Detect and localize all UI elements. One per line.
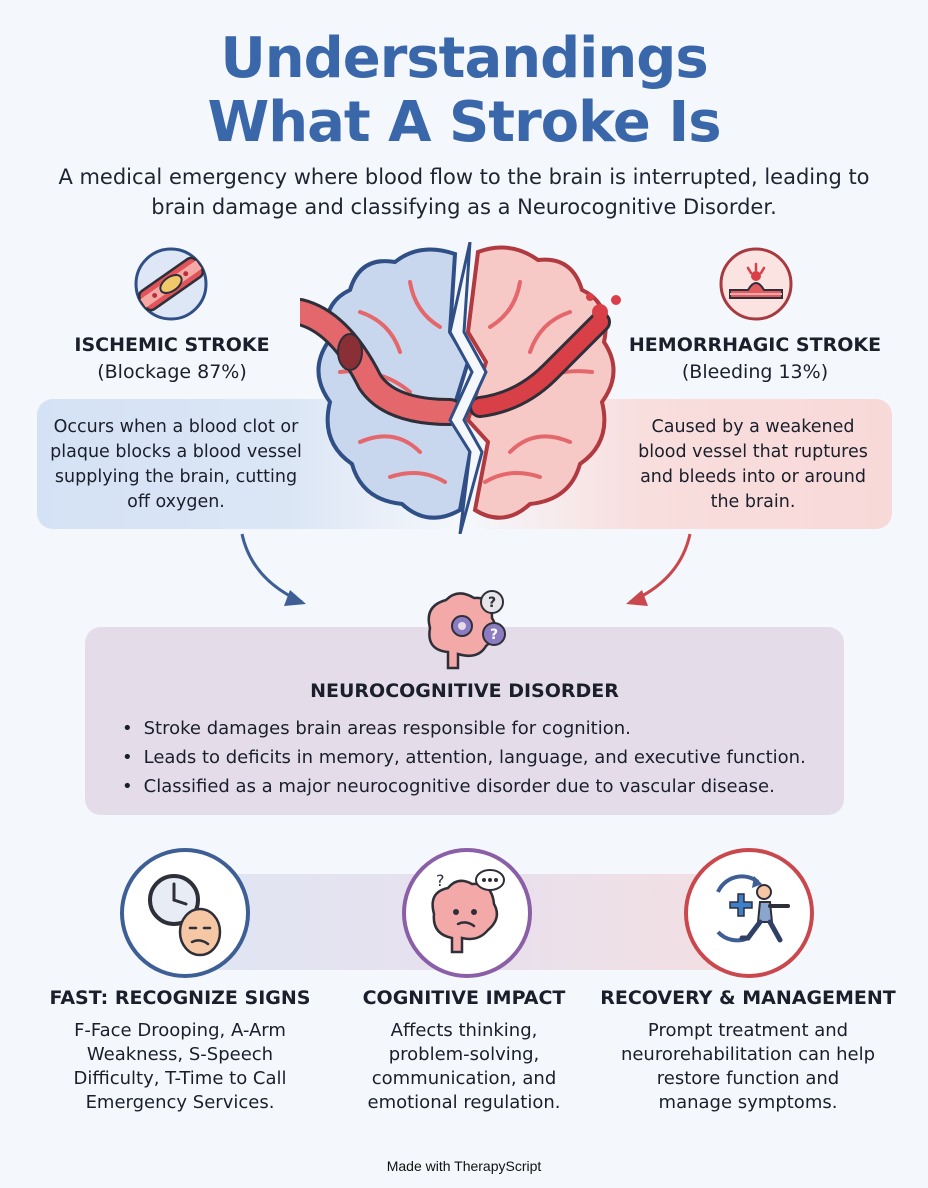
ischemic-description: Occurs when a blood clot or plaque block… [50,417,302,512]
ischemic-subheading: (Blockage 87%) [97,361,247,383]
ncd-list: Stroke damages brain areas responsible f… [122,714,822,801]
recovery-heading: RECOVERY & MANAGEMENT [600,987,896,1009]
recovery-circle [684,848,814,978]
arrow-down-left-icon [626,533,692,606]
cognitive-impact-heading: COGNITIVE IMPACT [362,987,566,1009]
split-brain-illustration [300,242,621,534]
hemorrhagic-subheading: (Bleeding 13%) [681,361,829,383]
page-title-line-1: Understandings [220,26,708,91]
list-item: Stroke damages brain areas responsible f… [122,714,822,743]
svg-text:?: ? [436,871,445,890]
cognitive-impact-text: Affects thinking, problem-solving, commu… [367,1020,561,1113]
list-item: Leads to deficits in memory, attention, … [122,743,822,772]
svg-text:?: ? [490,627,498,643]
ncd-heading: NEUROCOGNITIVE DISORDER [310,680,619,702]
confused-brain-icon: ? [431,869,505,954]
fast-signs-heading: FAST: RECOGNIZE SIGNS [49,987,311,1009]
blocked-artery-icon [134,247,208,321]
page-title-line-2: What A Stroke Is [207,90,721,155]
clock-face-icon [148,874,222,957]
hemorrhagic-heading: HEMORRHAGIC STROKE [628,334,882,356]
page-subtitle: A medical emergency where blood flow to … [58,165,870,219]
brain-question-icon: ? ? [427,590,506,670]
rehabilitation-icon [716,874,790,943]
arrow-down-right-icon [240,533,306,606]
ruptured-vessel-icon [719,247,793,321]
hemorrhagic-description: Caused by a weakened blood vessel that r… [638,417,868,512]
recovery-text: Prompt treatment and neurorehabilitation… [620,1020,876,1113]
footer-credit: Made with TherapyScript [386,1158,542,1174]
svg-text:?: ? [488,595,496,611]
fast-signs-circle [120,848,250,978]
fast-signs-text: F-Face Drooping, A-Arm Weakness, S-Speec… [73,1020,287,1113]
cognitive-impact-circle: ? [402,848,532,978]
list-item: Classified as a major neurocognitive dis… [122,772,822,801]
ischemic-heading: ISCHEMIC STROKE [74,334,270,356]
